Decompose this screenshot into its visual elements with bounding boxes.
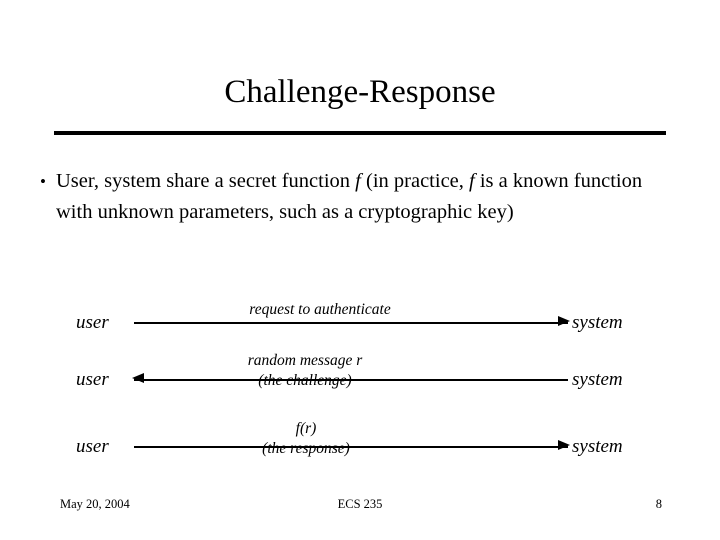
message-label-above-1: request to authenticate	[249, 301, 391, 318]
footer-date: May 20, 2004	[60, 497, 130, 511]
actor-system-1: system	[572, 312, 623, 333]
bullet-text: User, system share a secret function f (…	[56, 166, 670, 228]
footer-page-number: 8	[655, 497, 662, 511]
protocol-message-row-3: user system f(r) (the response)	[0, 414, 720, 474]
protocol-message-row-2: user system random message r (the challe…	[0, 347, 720, 407]
arrow-right-icon-1	[558, 316, 570, 326]
protocol-diagram: user system request to authenticate user…	[0, 290, 720, 475]
footer-course: ECS 235	[337, 497, 383, 511]
message-label-below-2: (the challenge)	[258, 372, 352, 389]
page-title: Challenge-Response	[224, 74, 496, 110]
message-label-above-3: f(r)	[295, 420, 317, 437]
bullet-text-segment-2: (in practice,	[360, 170, 470, 192]
message-line-2	[134, 379, 568, 381]
message-label-below-3: (the response)	[262, 440, 350, 457]
actor-system-3: system	[572, 436, 623, 457]
function-symbol-f-2: f	[469, 170, 475, 192]
arrow-left-icon-2	[132, 373, 144, 383]
bullet-text-segment-3: is a known function with unknown paramet…	[56, 170, 643, 223]
protocol-message-row-1: user system request to authenticate	[0, 290, 720, 350]
actor-system-2: system	[572, 369, 623, 390]
message-line-1	[134, 322, 568, 324]
bullet-marker-icon: •	[40, 172, 46, 191]
function-symbol-f-1: f	[355, 170, 361, 192]
actor-user-2: user	[76, 369, 109, 390]
message-line-3	[134, 446, 568, 448]
title-divider	[54, 131, 666, 135]
message-label-above-2: random message r	[247, 352, 363, 369]
slide-body: • User, system share a secret function f…	[30, 166, 670, 228]
bullet-item: • User, system share a secret function f…	[30, 166, 670, 228]
slide-footer: May 20, 2004 ECS 235 8	[0, 496, 720, 516]
arrow-right-icon-3	[558, 440, 570, 450]
bullet-text-segment-1: User, system share a secret function	[56, 170, 356, 192]
actor-user-1: user	[76, 312, 109, 333]
actor-user-3: user	[76, 436, 109, 457]
